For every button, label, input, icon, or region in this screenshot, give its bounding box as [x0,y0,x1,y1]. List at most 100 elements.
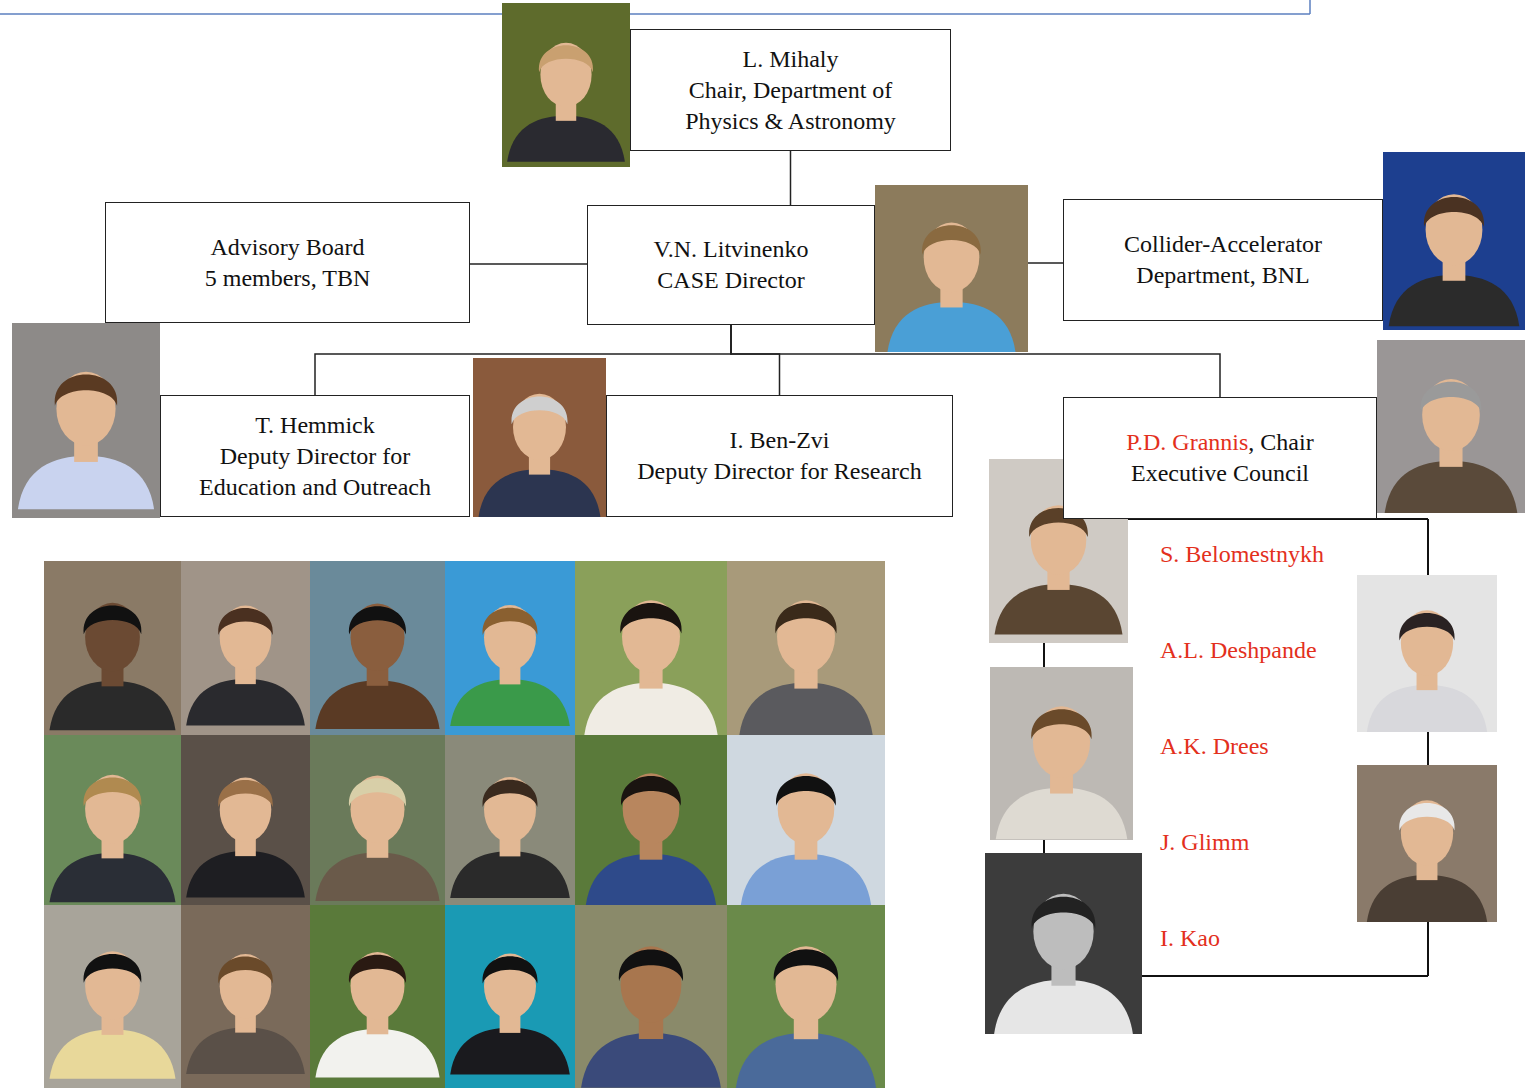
photo-ground [44,561,181,735]
person-figure [584,600,717,735]
portrait-photo [473,358,606,517]
org-connector [470,263,587,265]
person-figure [1389,194,1520,326]
photo-ground [985,853,1142,1034]
box-heading: P.D. Grannis [1126,429,1248,455]
photo-ground [445,561,575,735]
portrait-photo [44,735,181,905]
portrait-photo [990,667,1133,840]
box-heading: L. Mihaly [743,44,839,75]
photo-ground [990,667,1133,840]
portrait-photo [575,561,727,735]
org-box: L. MihalyChair, Department of Physics & … [630,29,951,151]
box-body: Deputy Director for Research [637,456,922,487]
portrait-photo [310,905,445,1088]
org-box: P.D. Grannis, Chair Executive Council [1063,397,1377,519]
org-box: V.N. LitvinenkoCASE Director [587,205,875,325]
person-figure [995,505,1123,634]
photo-ground [575,561,727,735]
photo-ground [473,358,606,517]
member-name: S. Belomestnykh [1160,539,1324,570]
bracket-line [1142,975,1428,977]
photo-ground [445,735,575,905]
box-body: Chair, Department of Physics & Astronomy [660,75,922,137]
photo-ground [1357,765,1497,922]
member-name: I. Kao [1160,923,1220,954]
portrait-photo [12,323,160,518]
person-figure [186,954,305,1074]
box-body: 5 members, TBN [205,263,371,294]
person-figure [1385,379,1518,513]
photo-ground [310,735,445,905]
portrait-photo [727,735,885,905]
photo-ground [1357,575,1497,732]
person-figure [996,706,1128,839]
portrait-photo [181,561,310,735]
portrait-photo [1377,340,1525,513]
org-box: T. HemmickDeputy Director for Education … [160,395,470,517]
photo-ground [12,323,160,518]
box-heading: I. Ben-Zvi [730,425,830,456]
org-box: Collider-Accelerator Department, BNL [1063,199,1383,321]
member-name: A.L. Deshpande [1160,635,1317,666]
portrait-photo [181,905,310,1088]
person-figure [315,775,439,901]
person-figure [736,946,876,1088]
frame-line [0,13,1310,15]
person-figure [887,223,1015,352]
portrait-photo [310,561,445,735]
photo-ground [181,905,310,1088]
photo-ground [1383,152,1525,330]
box-heading: V.N. Litvinenko [654,234,809,265]
photo-ground [44,905,181,1088]
person-figure [1367,610,1487,732]
photo-ground [875,185,1028,352]
bracket-line [1043,643,1045,667]
photo-ground [727,561,885,735]
photo-ground [310,905,445,1088]
portrait-photo [445,561,575,735]
portrait-photo [1383,152,1525,330]
photo-ground [310,561,445,735]
member-name: J. Glimm [1160,827,1249,858]
bracket-line [1043,840,1045,853]
box-body: CASE Director [657,265,804,296]
photo-ground [575,735,727,905]
person-figure [994,894,1133,1034]
person-figure [18,372,154,510]
photo-ground [181,561,310,735]
photo-ground [502,3,630,167]
portrait-photo [445,905,575,1088]
person-figure [1367,800,1487,922]
portrait-photo [985,853,1142,1034]
person-figure [450,777,570,898]
org-connector [731,325,780,395]
person-figure [741,773,871,905]
portrait-photo [575,905,727,1088]
org-box: Advisory Board5 members, TBN [105,202,470,323]
photo-ground [44,735,181,905]
portrait-photo [502,3,630,167]
photo-ground [1377,340,1525,513]
box-heading: T. Hemmick [255,410,375,441]
portrait-photo [575,735,727,905]
person-figure [315,952,439,1078]
portrait-photo [44,905,181,1088]
person-figure [507,43,625,162]
person-figure [186,777,305,897]
box-heading: Collider-Accelerator Department, BNL [1078,229,1368,291]
member-name: A.K. Drees [1160,731,1269,762]
box-body: Deputy Director for Education and Outrea… [175,441,455,503]
portrait-photo [875,185,1028,352]
portrait-photo [445,735,575,905]
person-figure [450,954,570,1075]
person-figure [49,603,175,730]
photo-ground [727,735,885,905]
person-figure [479,394,601,517]
portrait-photo [1357,575,1497,732]
person-figure [739,600,872,735]
person-figure [586,773,716,905]
photo-ground [575,905,727,1088]
portrait-photo [727,905,885,1088]
org-box: I. Ben-ZviDeputy Director for Research [606,395,953,517]
